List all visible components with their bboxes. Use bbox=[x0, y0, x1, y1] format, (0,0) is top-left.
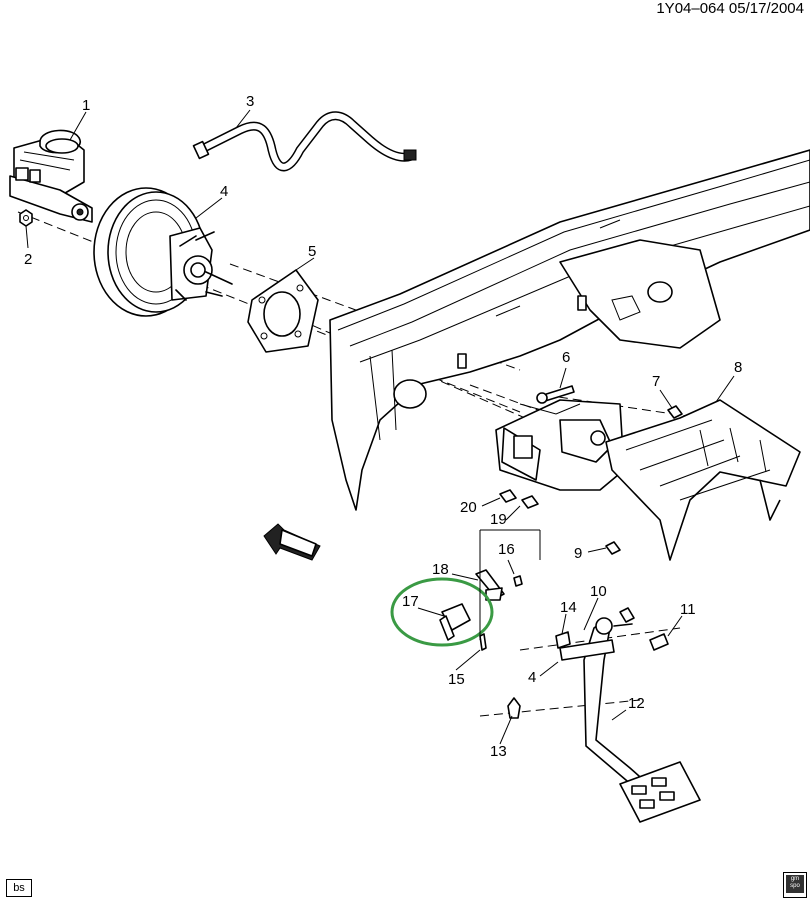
callout-14: 14 bbox=[560, 599, 577, 616]
callout-20: 20 bbox=[460, 499, 477, 516]
callout-bracket bbox=[479, 529, 541, 640]
callout-numbers: 1 2 3 4 5 6 7 8 9 10 11 12 13 14 15 16 1… bbox=[24, 93, 742, 760]
callout-8: 8 bbox=[734, 359, 742, 376]
pedal-bracket bbox=[495, 399, 625, 491]
callout-4-lower: 4 bbox=[528, 669, 536, 686]
highlight-circle bbox=[390, 577, 494, 647]
callout-2: 2 bbox=[24, 251, 32, 268]
gm-spo-logo: gm spo bbox=[783, 872, 807, 898]
callout-5: 5 bbox=[308, 243, 316, 260]
diagram-code-date: 1Y04–064 05/17/2004 bbox=[656, 0, 804, 17]
callout-3: 3 bbox=[246, 93, 254, 110]
booster-gasket bbox=[247, 269, 319, 353]
callout-11: 11 bbox=[680, 601, 696, 618]
brake-pedal bbox=[559, 617, 701, 823]
master-cylinder-nut bbox=[19, 209, 33, 227]
front-direction-arrow-icon bbox=[263, 523, 321, 561]
callout-1: 1 bbox=[82, 97, 90, 114]
callout-10: 10 bbox=[590, 583, 607, 600]
callout-17: 17 bbox=[402, 593, 419, 610]
fasteners bbox=[479, 385, 683, 651]
callout-13: 13 bbox=[490, 743, 507, 760]
callout-15: 15 bbox=[448, 671, 465, 688]
vehicle-frame bbox=[329, 149, 810, 511]
brake-booster bbox=[93, 187, 233, 317]
vacuum-hose bbox=[192, 111, 417, 172]
callout-18: 18 bbox=[432, 561, 449, 578]
callout-12: 12 bbox=[628, 695, 645, 712]
callout-9: 9 bbox=[574, 545, 582, 562]
pedal-bushing bbox=[507, 697, 521, 719]
callout-leaders bbox=[25, 109, 735, 745]
callout-19: 19 bbox=[490, 511, 507, 528]
gm-spo-logo-text: gm spo bbox=[786, 875, 804, 893]
master-cylinder bbox=[9, 129, 93, 223]
callout-16: 16 bbox=[498, 541, 515, 558]
callout-4: 4 bbox=[220, 183, 228, 200]
callout-7: 7 bbox=[652, 373, 660, 390]
callout-6: 6 bbox=[562, 349, 570, 366]
brake-light-switch bbox=[439, 569, 505, 641]
bs-tag: bs bbox=[6, 879, 32, 897]
support-brace bbox=[605, 399, 801, 561]
